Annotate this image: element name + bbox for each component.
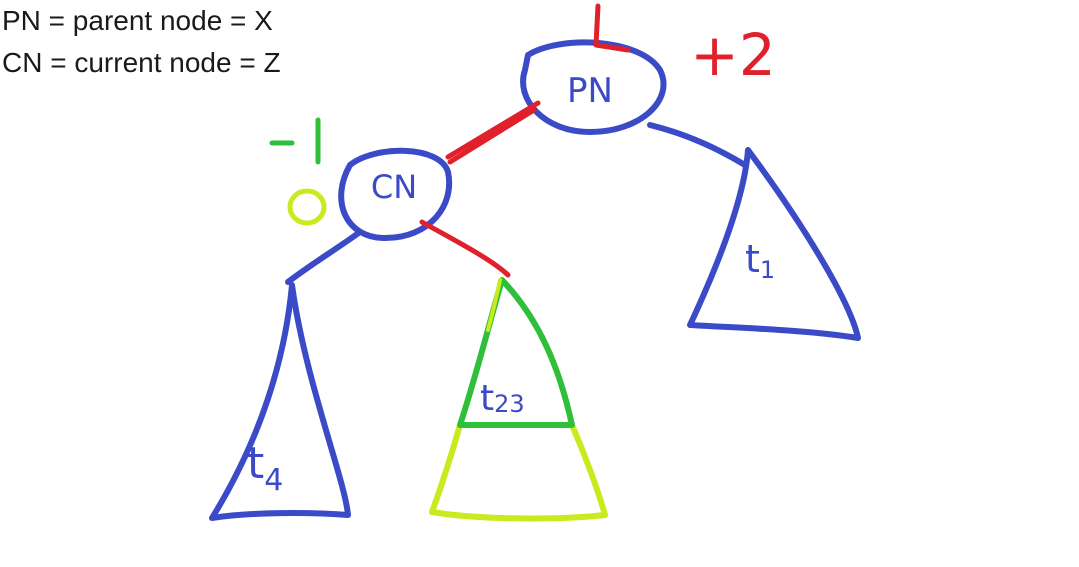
subtree-t1-sub: 1 (760, 256, 775, 284)
subtree-t23-sub: 23 (494, 390, 525, 418)
legend-pn: PN = parent node = X (2, 5, 273, 36)
edge-pn-t1 (647, 122, 748, 168)
subtree-t23-apex-lime (486, 278, 502, 332)
current-node-label: CN (371, 168, 417, 206)
subtree-t4-name: t (247, 438, 264, 489)
parent-node-label: PN (567, 71, 613, 111)
subtree-t23-label: t23 (480, 378, 525, 419)
subtree-t23-lower (429, 422, 608, 522)
subtree-t1-label: t1 (745, 237, 775, 284)
legend: PN = parent node = X CN = current node =… (2, 0, 281, 84)
subtree-t23-name: t (480, 378, 494, 419)
edge-pn-cn (445, 100, 541, 165)
edge-cn-t4 (285, 229, 363, 285)
edge-cn-t23 (419, 219, 511, 278)
subtree-t4-sub: 4 (264, 463, 283, 498)
current-balance-old-mark (269, 117, 321, 165)
current-node-ellipse (338, 147, 453, 241)
subtree-t4-triangle (209, 282, 351, 521)
subtree-t1-triangle (687, 147, 861, 341)
subtree-t1-name: t (745, 237, 760, 281)
current-balance-new-mark (287, 188, 327, 226)
parent-red-mark (593, 3, 631, 53)
subtree-t4-label: t4 (247, 438, 283, 498)
parent-balance-label: +2 (690, 21, 776, 89)
legend-cn: CN = current node = Z (2, 47, 281, 78)
